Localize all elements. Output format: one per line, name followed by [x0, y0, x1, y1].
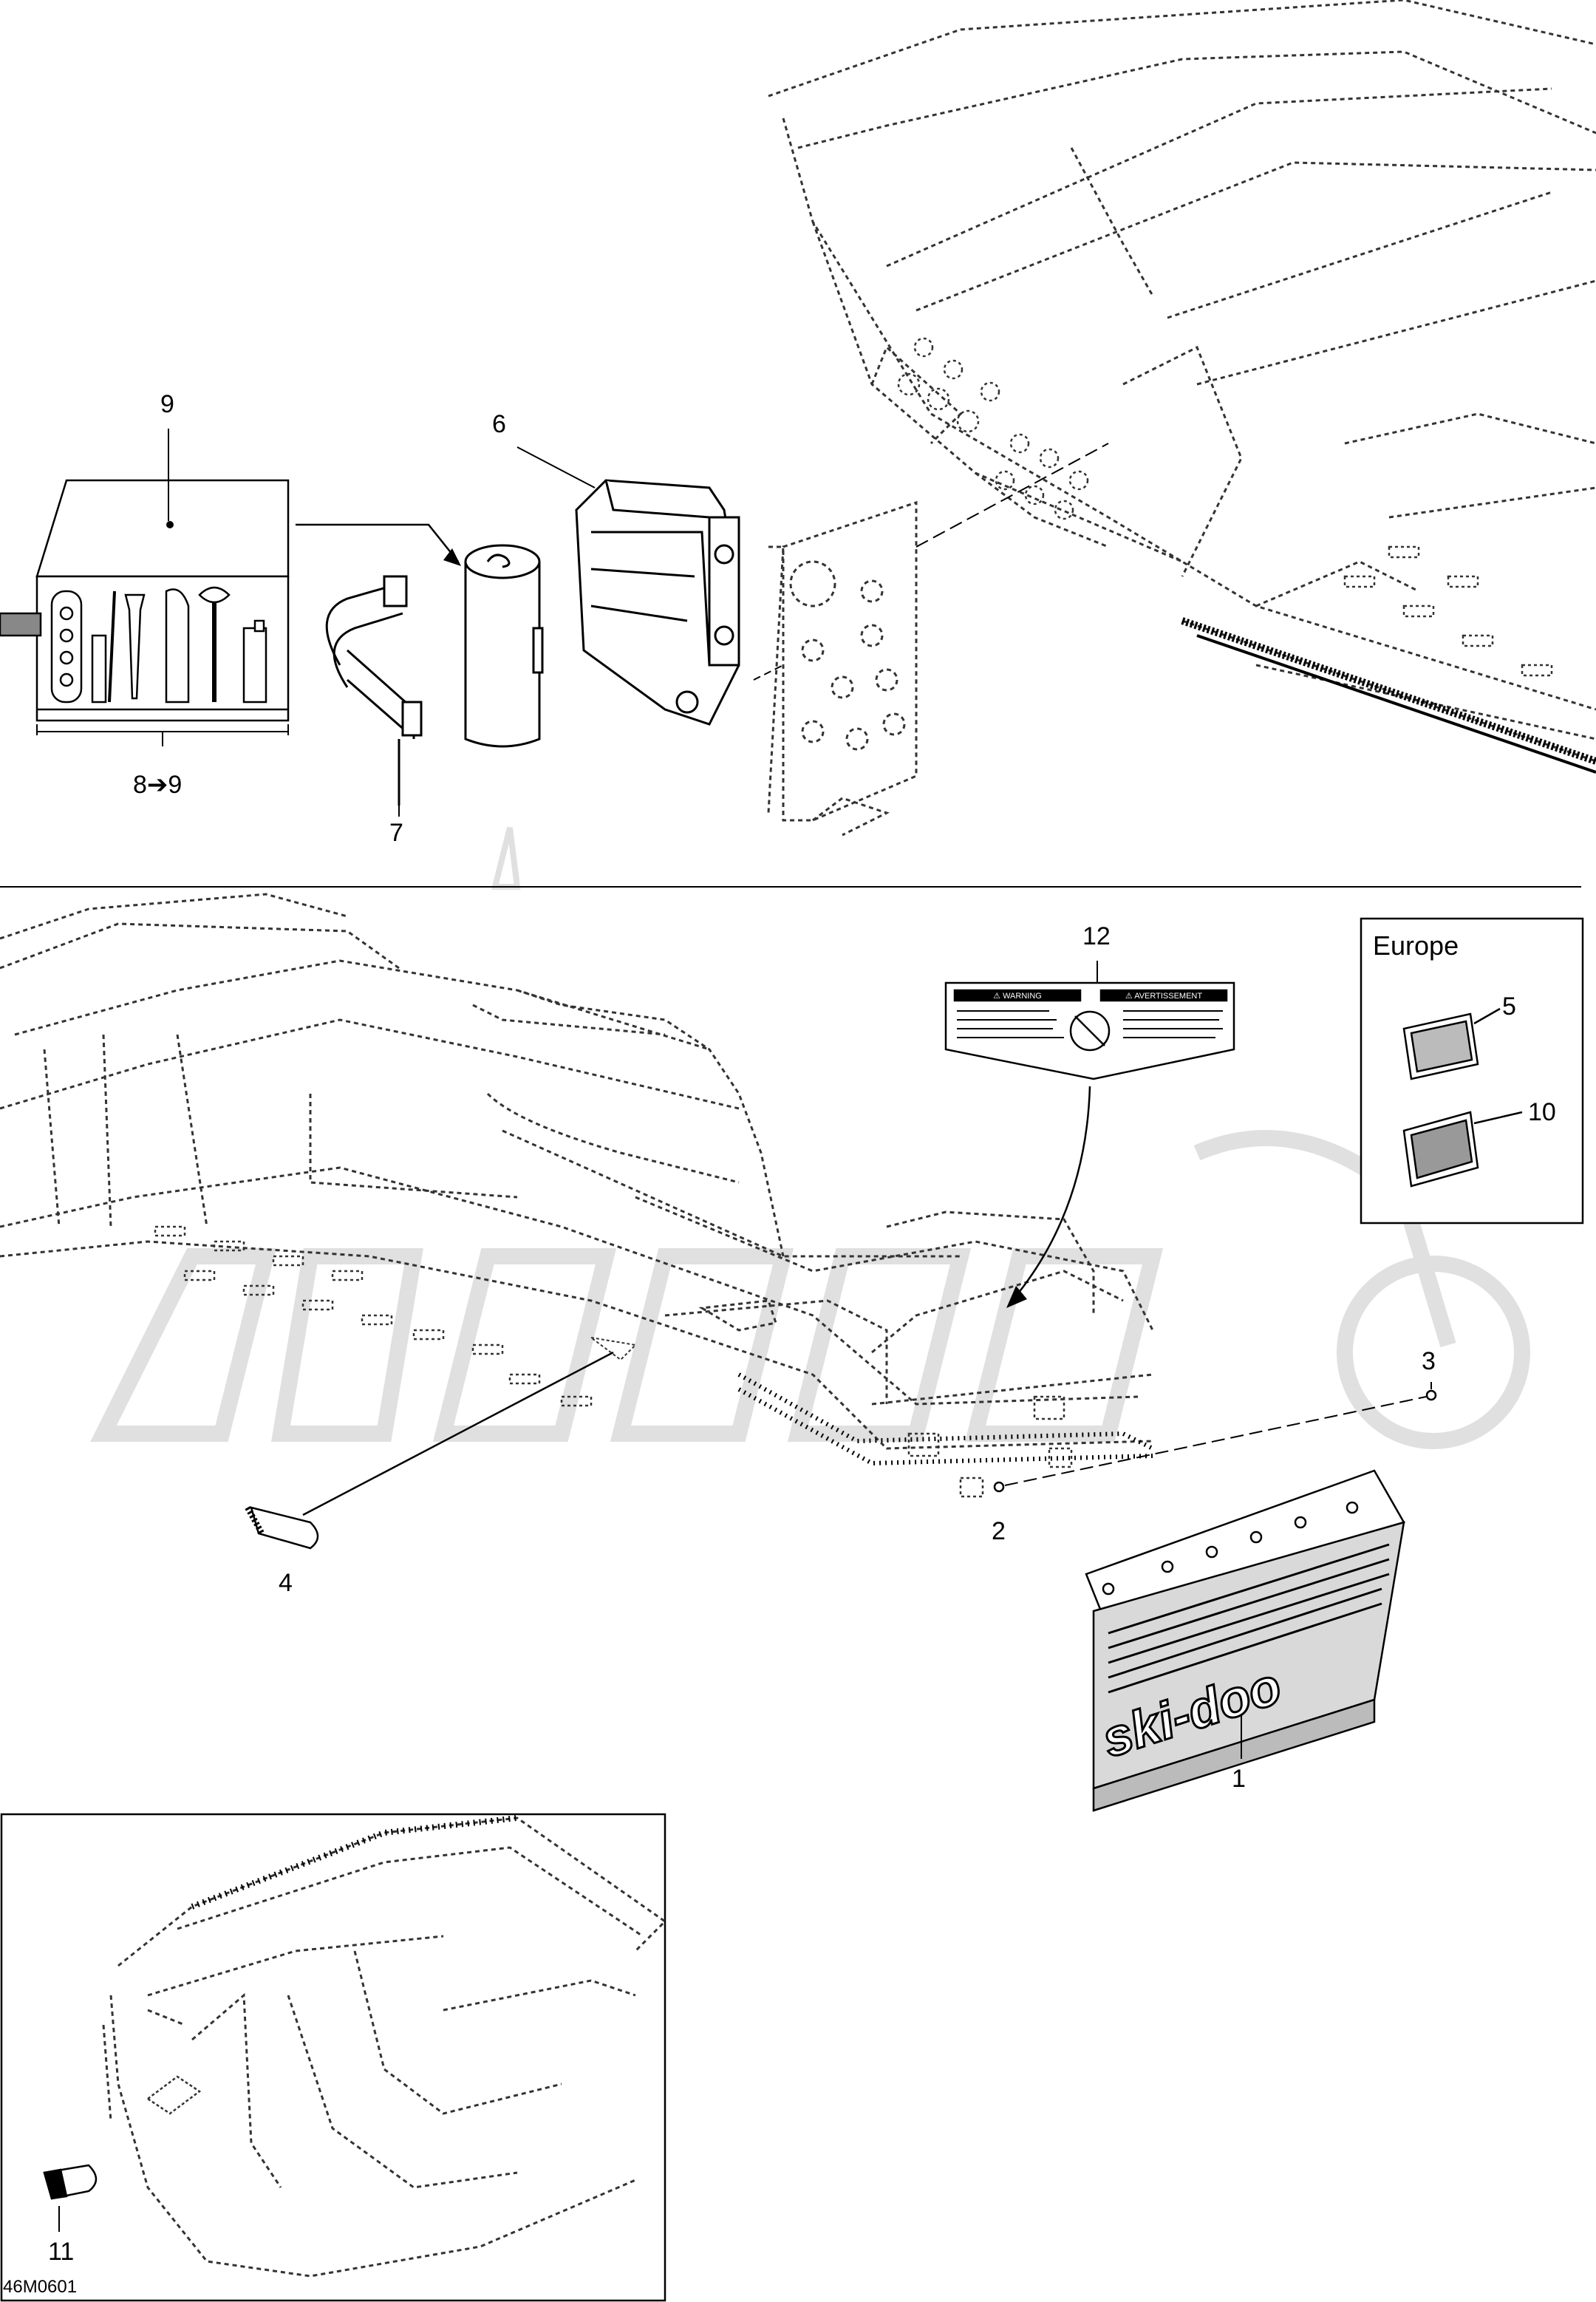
upper-chassis-holes — [897, 337, 1553, 677]
kit-arrow — [296, 523, 459, 562]
europe-box — [1360, 917, 1584, 1225]
callout-3: 3 — [1422, 1347, 1436, 1375]
bottle-holder — [575, 479, 740, 726]
callout-12: 12 — [1082, 922, 1111, 950]
inset-box — [0, 1813, 666, 2302]
lower-chassis-frame — [0, 893, 1154, 1450]
kit-bracket — [36, 724, 289, 746]
washer-leader-2 — [1004, 1396, 1427, 1486]
fuel-bottle — [464, 544, 544, 748]
running-board-edge-2 — [1196, 634, 1596, 774]
side-reflector — [245, 1506, 319, 1550]
decal-arrow — [1012, 1086, 1091, 1301]
upper-chassis-frame — [768, 0, 1596, 763]
washer-2 — [993, 1481, 1005, 1493]
europe-box-title: Europe — [1373, 930, 1459, 961]
decal-heading-right: ⚠ AVERTISSEMENT — [1125, 992, 1202, 1001]
callout-7: 7 — [389, 819, 403, 847]
callout-6: 6 — [492, 410, 506, 438]
reflector-leader — [302, 1351, 614, 1516]
strap — [325, 575, 423, 806]
reflector-target — [590, 1337, 638, 1361]
watermark — [90, 827, 1530, 1449]
callout-5: 5 — [1502, 992, 1516, 1021]
reflector-5 — [1402, 1007, 1501, 1080]
running-board-edge — [1181, 617, 1596, 765]
lower-chassis-holes — [154, 1225, 1073, 1498]
callout-9: 9 — [160, 390, 174, 418]
callout-10: 10 — [1528, 1098, 1556, 1126]
holder-dash — [753, 664, 784, 681]
decal-arrow-head — [1006, 1286, 1027, 1308]
decal-heading-left: ⚠ WARNING — [993, 992, 1042, 1001]
reflector-10 — [1402, 1111, 1523, 1188]
callout-2: 2 — [992, 1517, 1006, 1545]
tool-kit-box — [0, 479, 290, 722]
plate-leader — [915, 443, 1109, 548]
drawing-code: 46M0601 — [3, 2277, 78, 2297]
mounting-plate — [767, 500, 918, 837]
callout-1: 1 — [1232, 1765, 1246, 1793]
kit-arrow-head — [443, 548, 461, 566]
holder-leader — [516, 446, 596, 488]
hood-reflector — [43, 2164, 98, 2200]
hood-inset-target — [146, 2075, 202, 2115]
callout-11: 11 — [48, 2238, 75, 2266]
warning-decal: ⚠ WARNING ⚠ AVERTISSEMENT — [944, 981, 1235, 1080]
callout-8-to-9: 8➔9 — [133, 771, 183, 799]
snow-flap: ski-doo — [1085, 1469, 1405, 1812]
nut-3 — [1425, 1389, 1437, 1401]
callout-4: 4 — [279, 1569, 293, 1597]
